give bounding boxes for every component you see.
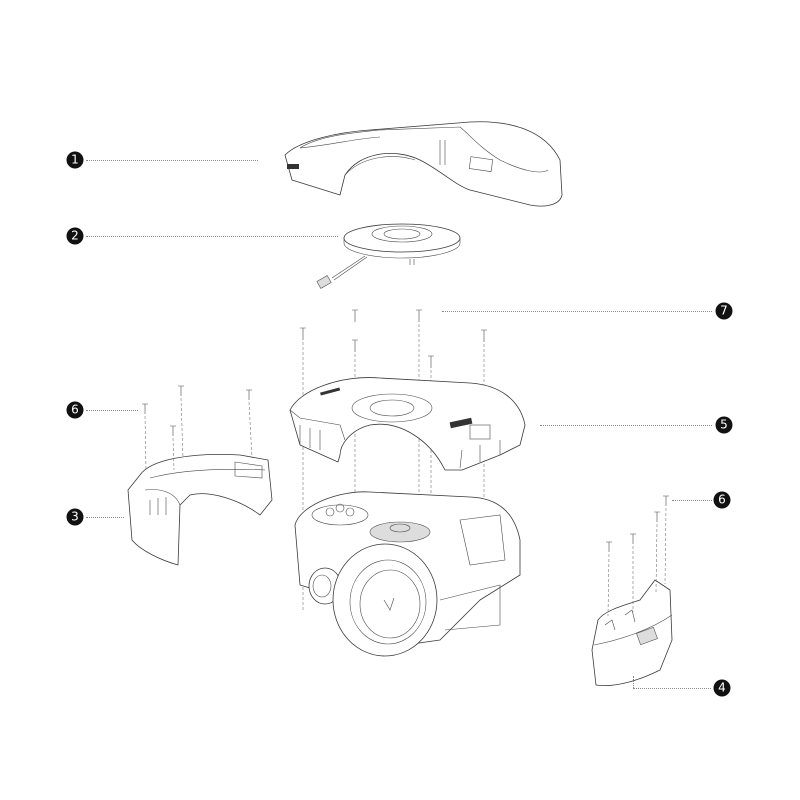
leader-line-4 <box>633 688 711 689</box>
screw <box>352 309 358 322</box>
screw <box>481 329 487 342</box>
part-screws-6-left <box>142 385 253 471</box>
leader-line-7 <box>442 311 712 312</box>
part-rear-bumper <box>591 579 673 687</box>
part-front-bumper <box>127 454 273 566</box>
callout-4: 4 <box>713 679 731 697</box>
screw <box>352 339 358 352</box>
leader-line-1 <box>86 160 258 161</box>
callout-1: 1 <box>66 151 84 169</box>
part-top-cover <box>284 121 563 207</box>
callout-2: 2 <box>66 227 84 245</box>
leader-line-3 <box>86 517 124 518</box>
screw <box>416 309 422 322</box>
callout-5: 5 <box>715 416 733 434</box>
part-screws-7 <box>300 309 487 612</box>
screw <box>428 355 434 368</box>
part-sensor-disc <box>316 223 461 289</box>
leader-line-6-right <box>672 500 712 501</box>
leader-line-2 <box>86 236 338 237</box>
part-screws-6-right <box>606 495 669 617</box>
part-chassis-base <box>294 491 521 657</box>
leader-line-6-left <box>86 410 138 411</box>
callout-7: 7 <box>715 302 733 320</box>
callout-6-right: 6 <box>713 491 731 509</box>
leader-line-5 <box>540 425 712 426</box>
callout-6-left: 6 <box>66 401 84 419</box>
callout-3: 3 <box>66 508 84 526</box>
part-chassis-cover <box>289 377 526 471</box>
screw <box>300 327 306 340</box>
leader-line-4-vertical <box>633 676 634 688</box>
